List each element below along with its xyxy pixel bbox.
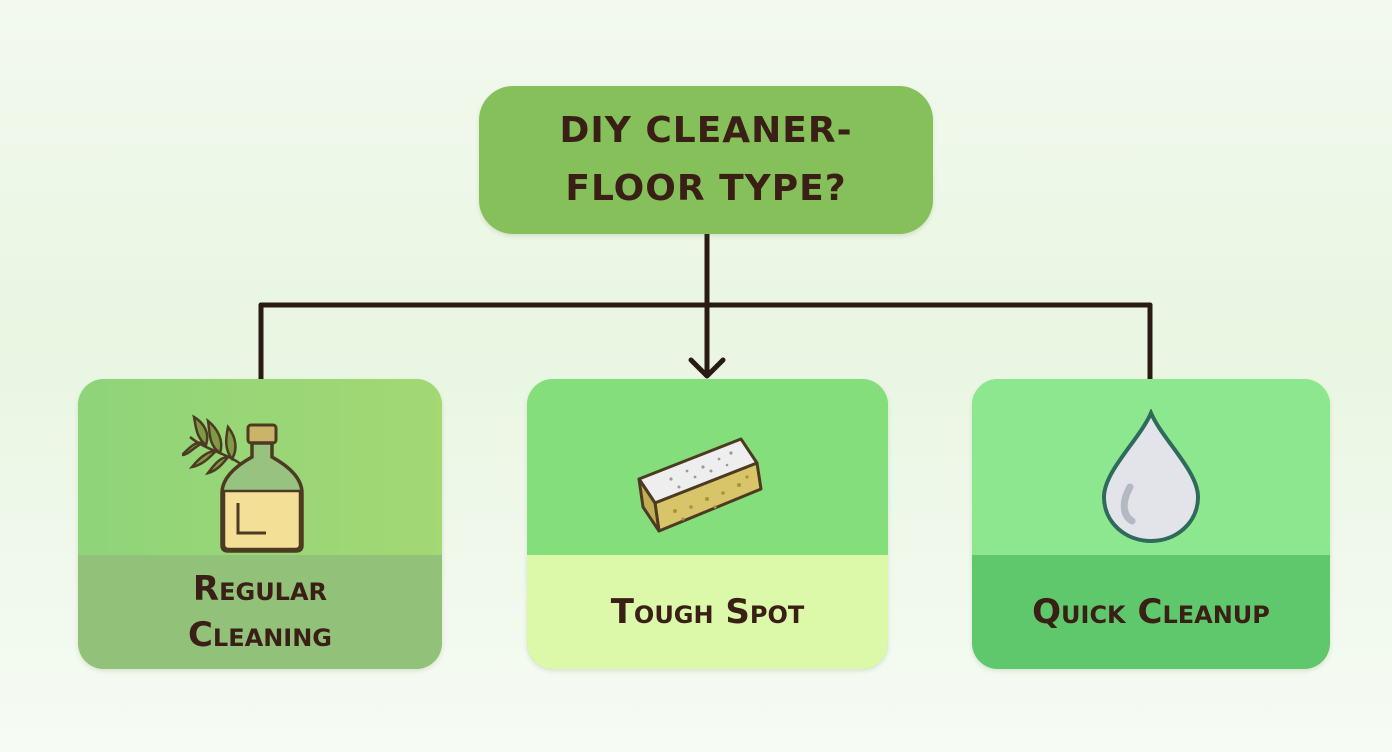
connector-arrowhead [688, 357, 726, 379]
card-label-area: Tough Spot [527, 555, 888, 669]
branch-label-quick-cleanup: Quick Cleanup [1032, 592, 1270, 632]
card-icon-area [527, 379, 888, 555]
card-icon-area [78, 379, 442, 555]
branch-label-regular-cleaning: Regular Cleaning [187, 569, 332, 655]
branch-card-regular-cleaning: Regular Cleaning [78, 379, 442, 669]
card-icon-area [972, 379, 1330, 555]
water-drop-icon [1101, 409, 1201, 544]
oil-bottle-with-leaves-icon [182, 414, 304, 553]
branch-card-tough-spot: Tough Spot [527, 379, 888, 669]
branch-label-tough-spot: Tough Spot [610, 592, 805, 632]
root-question-title: DIY CLEANER- FLOOR TYPE? [559, 110, 853, 209]
sponge-icon [637, 437, 763, 533]
root-question-box: DIY CLEANER- FLOOR TYPE? [479, 86, 933, 234]
card-label-area: Regular Cleaning [78, 555, 442, 669]
branch-card-quick-cleanup: Quick Cleanup [972, 379, 1330, 669]
card-label-area: Quick Cleanup [972, 555, 1330, 669]
